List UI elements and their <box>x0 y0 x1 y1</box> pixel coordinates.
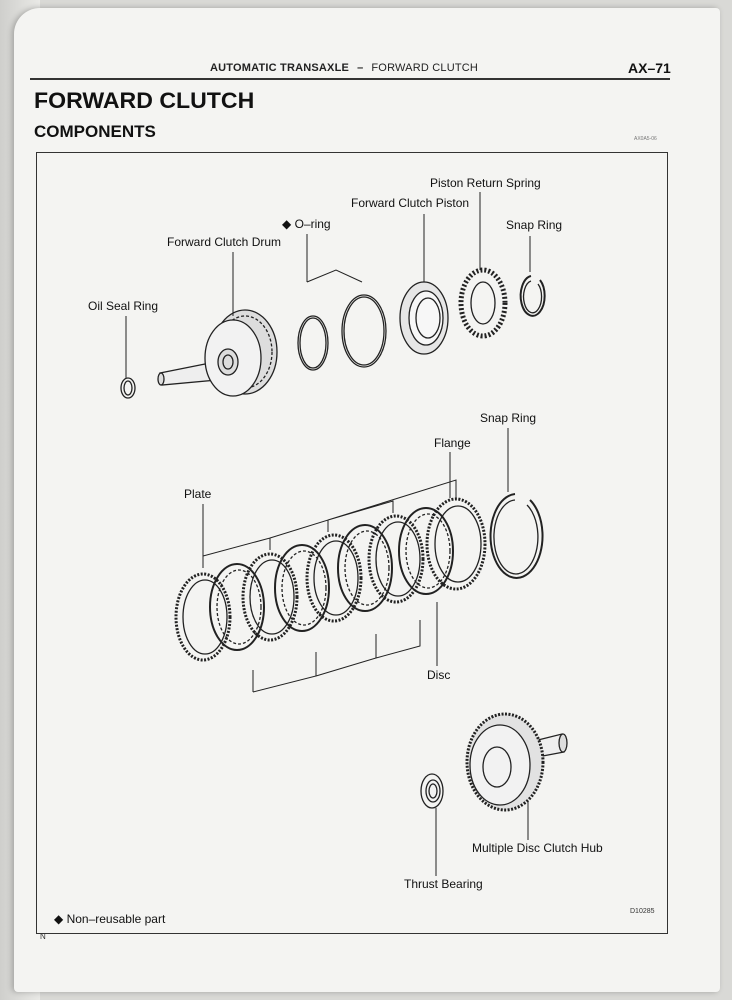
snap-ring-top-part <box>519 275 546 317</box>
label-plate: Plate <box>184 487 212 501</box>
label-piston-return-spring: Piston Return Spring <box>430 176 541 190</box>
header-subsection: FORWARD CLUTCH <box>371 62 479 74</box>
label-forward-clutch-piston: Forward Clutch Piston <box>351 196 470 210</box>
label-multiple-disc-clutch-hub: Multiple Disc Clutch Hub <box>472 841 603 855</box>
clutch-pack-parts <box>174 497 487 662</box>
diagram-frame <box>36 152 668 934</box>
running-header: AUTOMATIC TRANSAXLE–FORWARD CLUTCH <box>210 62 478 74</box>
forward-clutch-drum-part <box>157 309 278 397</box>
figure-ref-code: AX0A5-06 <box>634 136 657 142</box>
thrust-bearing-part <box>420 773 444 809</box>
o-ring-parts <box>297 294 387 371</box>
page-title: FORWARD CLUTCH <box>34 88 255 113</box>
piston-return-spring-part <box>458 267 508 339</box>
page-number: AX–71 <box>628 60 671 76</box>
label-disc: Disc <box>427 668 451 682</box>
manual-page <box>14 8 720 992</box>
section-subtitle: COMPONENTS <box>34 122 156 141</box>
header-rule <box>30 78 670 80</box>
label-o-ring: ◆ O–ring <box>282 217 331 231</box>
label-snap-ring-mid: Snap Ring <box>480 411 537 425</box>
oil-seal-ring-part <box>120 377 136 399</box>
forward-clutch-piston-part <box>399 281 449 355</box>
label-thrust-bearing: Thrust Bearing <box>404 877 483 891</box>
label-snap-ring-top: Snap Ring <box>506 218 563 232</box>
label-oil-seal-ring: Oil Seal Ring <box>88 299 159 313</box>
clutch-hub-part <box>465 712 568 812</box>
header-section: AUTOMATIC TRANSAXLE <box>210 62 350 74</box>
footnote: ◆ Non–reusable part <box>54 912 166 926</box>
label-flange: Flange <box>434 436 471 450</box>
header-separator: – <box>357 62 364 74</box>
corner-mark: N <box>40 932 46 941</box>
leader-lines <box>125 192 531 876</box>
snap-ring-mid-part <box>489 493 544 579</box>
label-forward-clutch-drum: Forward Clutch Drum <box>167 235 282 249</box>
figure-id: D10285 <box>630 908 655 915</box>
